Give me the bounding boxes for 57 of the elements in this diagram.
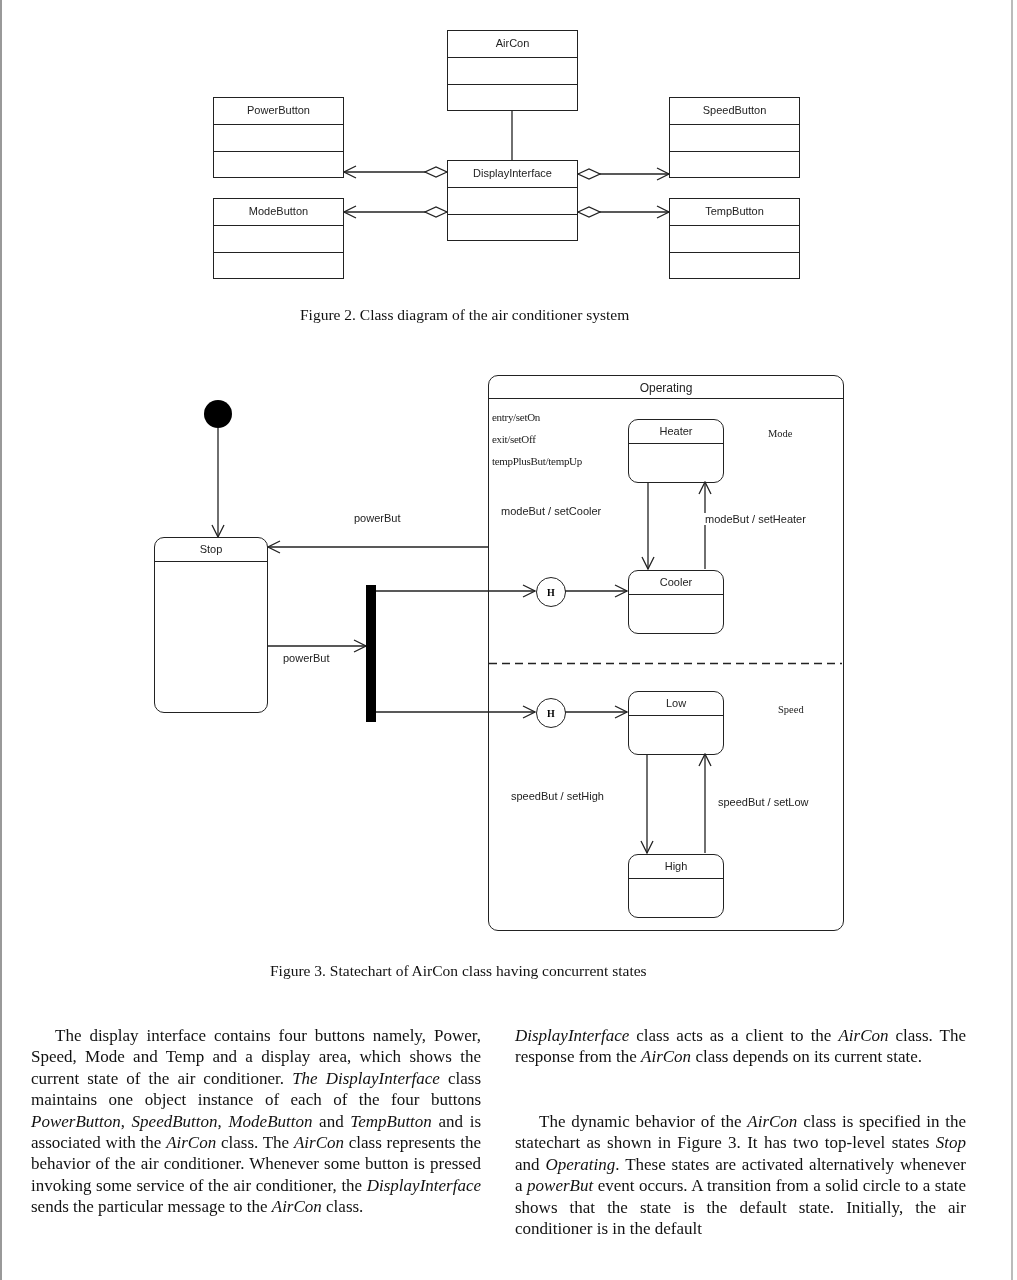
class-name: ModeButton: [248, 204, 309, 217]
aggregation-arrow: [577, 205, 670, 219]
class-name: DisplayInterface: [473, 166, 552, 179]
state-name: Stop: [199, 543, 223, 555]
state-name: Cooler: [659, 576, 693, 588]
body-paragraph: The display interface contains four buttons namely, Power, Speed, Mode and Temp and a display area, which shows the current state of the air conditioner. The DisplayInterface class maintains one object instance of each of the four buttons PowerButton, SpeedButton, ModeButton and TempButton and is associated with the AirCon class. The AirCon class represents the behavior of the air conditioner. Whenever some button is pressed invoking some service of the air conditioner, the DisplayInterface sends the particular message to the AirCon class.: [31, 1025, 481, 1218]
association-line: [511, 110, 513, 161]
edge-label: powerBut: [353, 512, 402, 524]
body-paragraph: DisplayInterface class acts as a client to the AirCon class. The response from the AirCon class depends on its current state.: [515, 1025, 966, 1068]
internal-action: exit/setOff: [492, 433, 536, 445]
class-box: [669, 198, 800, 279]
initial-state-dot: [204, 400, 232, 428]
transition-arrow: [564, 705, 628, 719]
class-box: [213, 97, 344, 178]
state-name: Heater: [659, 425, 693, 437]
transition-arrow: [375, 584, 536, 598]
class-name: PowerButton: [247, 103, 310, 116]
edge-label: speedBut / setLow: [717, 796, 810, 808]
transition-arrow: [641, 481, 655, 570]
fork-bar: [366, 585, 376, 722]
edge-label: modeBut / setHeater: [704, 513, 807, 525]
transition-arrow: [640, 753, 654, 854]
state-box: [628, 691, 724, 755]
aggregation-arrow: [577, 167, 670, 181]
edge-label: powerBut: [282, 652, 331, 664]
state-name: Low: [665, 697, 687, 709]
edge-label: speedBut / setHigh: [510, 790, 605, 802]
state-box: [628, 854, 724, 918]
state-box: [154, 537, 268, 713]
region-label: Speed: [778, 704, 804, 715]
figure-caption: Figure 2. Class diagram of the air conditioner system: [300, 306, 630, 324]
transition-arrow: [698, 753, 712, 854]
transition-arrow: [267, 639, 367, 653]
class-name: SpeedButton: [702, 103, 767, 116]
aggregation-arrow: [343, 205, 448, 219]
region-label: Mode: [768, 428, 793, 439]
state-box: [628, 419, 724, 483]
edge-label: modeBut / setCooler: [500, 505, 603, 517]
class-box: [213, 198, 344, 279]
transition-arrow: [698, 481, 712, 570]
transition-arrow: [211, 427, 225, 538]
state-name: Operating: [639, 381, 693, 395]
class-box: [447, 30, 578, 111]
class-box: [447, 160, 578, 241]
internal-action: tempPlusBut/tempUp: [492, 455, 582, 467]
state-box: [628, 570, 724, 634]
figure-caption: Figure 3. Statechart of AirCon class having concurrent states: [270, 962, 647, 980]
body-paragraph: The dynamic behavior of the AirCon class is specified in the statechart as shown in Figure 3. It has two top-level states Stop and Operating. These states are activated alternatively whenever a powerBut event occurs. A transition from a solid circle to a state shows that the state is the default state. Initially, the air conditioner is in the default: [515, 1111, 966, 1240]
internal-action: entry/setOn: [492, 411, 541, 423]
state-name: High: [664, 860, 688, 872]
class-box: [669, 97, 800, 178]
class-name: AirCon: [495, 36, 530, 49]
transition-arrow: [375, 705, 536, 719]
class-name: TempButton: [705, 204, 764, 217]
transition-arrow: [564, 584, 628, 598]
aggregation-arrow: [343, 165, 448, 179]
transition-arrow: [267, 540, 489, 554]
